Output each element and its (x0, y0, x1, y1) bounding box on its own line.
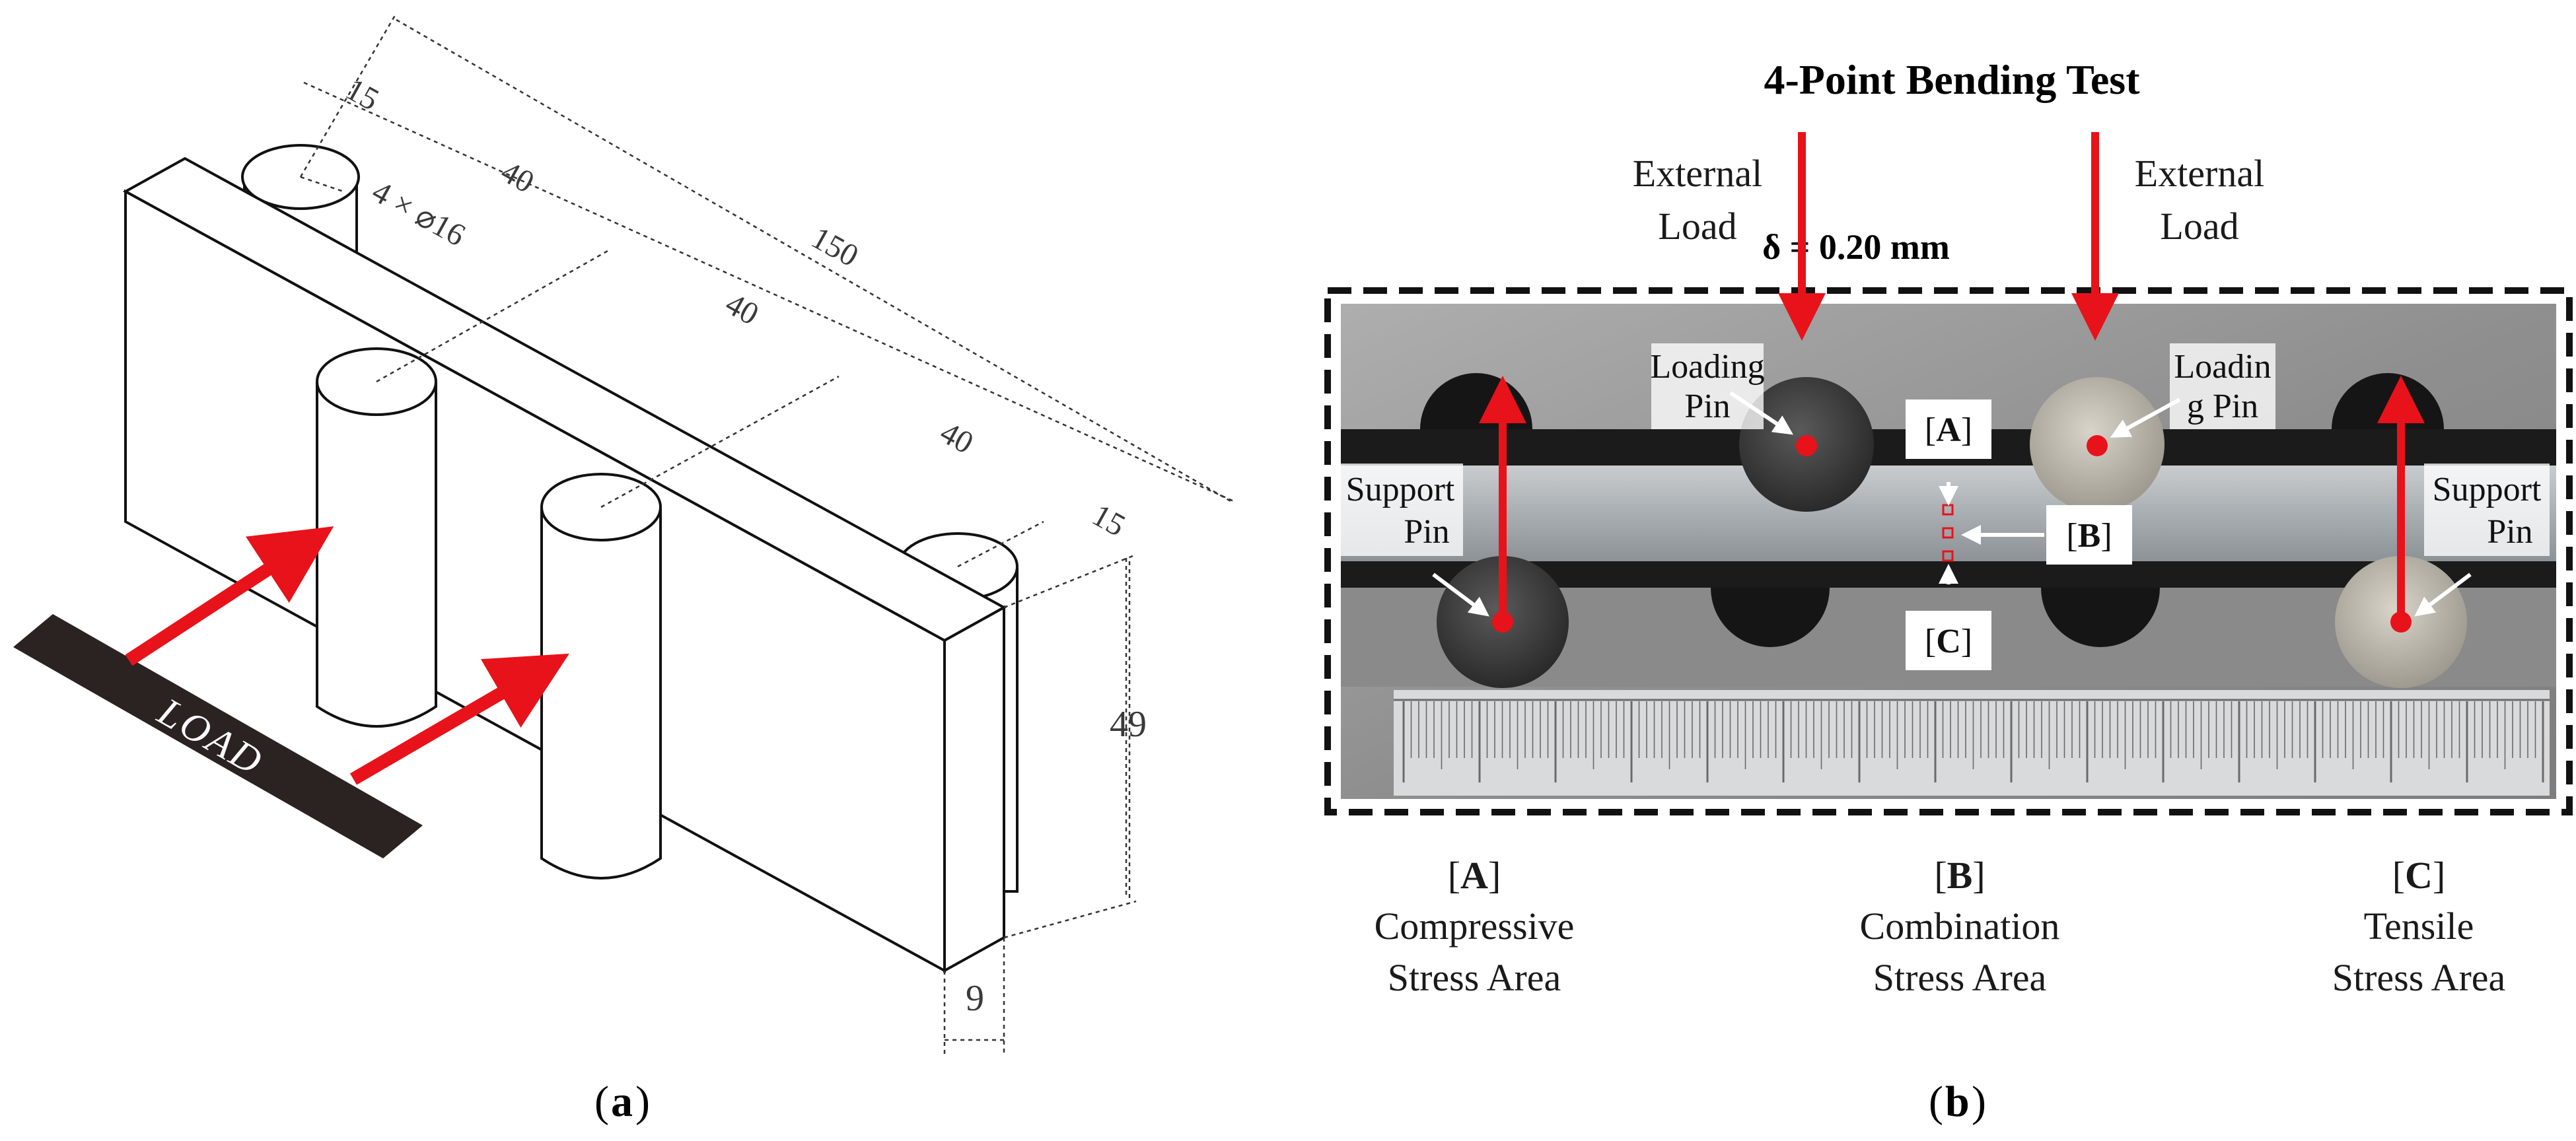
loading-pin-right-line1: Loadin (2174, 348, 2271, 386)
marker-c: C (1936, 623, 1961, 660)
legend-c-line1: Tensile (2364, 905, 2474, 948)
external-load-right-line2: Load (2160, 205, 2238, 248)
dim-spacing-2: 40 (720, 286, 765, 332)
support-pin-right-line2: Pin (2487, 513, 2532, 551)
legend-b-key: [B] (1934, 854, 1985, 897)
dim-thickness: 9 (966, 978, 984, 1019)
external-load-left-line2: Load (1658, 205, 1736, 248)
marker-b: B (2078, 517, 2101, 555)
svg-text:[A]: [A] (1925, 411, 1972, 449)
load-arrow-2 (349, 653, 569, 785)
dim-bottom-margin: 15 (1087, 497, 1131, 543)
svg-text:[C]: [C] (1925, 623, 1972, 660)
dimension-lines (303, 81, 1236, 1041)
photo-frame (1324, 287, 2573, 815)
legend-c-line2: Stress Area (2332, 956, 2506, 999)
marker-a: A (1936, 411, 1961, 449)
load-arrow-1 (125, 526, 334, 666)
svg-text:(: ( (594, 1078, 609, 1126)
svg-text:): ) (635, 1078, 650, 1126)
loading-pin-left-line1: Loading (1650, 348, 1764, 386)
dim-height: 49 (1110, 704, 1147, 745)
front-pin-2 (540, 473, 662, 880)
loading-pin-right-line2: g Pin (2187, 388, 2258, 425)
panel-b-label: b (1945, 1078, 1970, 1126)
svg-text:(: ( (1929, 1078, 1943, 1126)
support-pin-left-line2: Pin (1404, 513, 1449, 551)
dim-total-length: 150 (806, 220, 865, 273)
support-pin-left-line1: Support (1346, 471, 1455, 508)
panel-a-label: a (611, 1078, 633, 1126)
deflection-label: δ = 0.20 mm (1762, 227, 1950, 267)
photo-labels: Loading Pin Loadin g Pin Support Pin Sup… (1341, 343, 2550, 670)
stress-legend: [A] Compressive Stress Area [B] Combinat… (1375, 854, 2506, 999)
center-lines (299, 13, 1233, 1056)
dim-spacing-1: 40 (495, 154, 540, 200)
dim-top-margin: 15 (340, 71, 385, 118)
dim-spacing-3: 40 (935, 415, 980, 461)
legend-c-key: [C] (2392, 854, 2446, 897)
legend-a-line1: Compressive (1375, 905, 1575, 948)
dim-pin-spec: 4 × ⌀16 (367, 174, 472, 253)
panel-a-drawing (122, 13, 1236, 1056)
test-photo (1341, 304, 2556, 799)
svg-text:[B]: [B] (2066, 517, 2112, 555)
front-pin-1 (316, 347, 437, 728)
svg-text:): ) (1972, 1078, 1986, 1126)
external-load-left-line1: External (1633, 152, 1762, 195)
legend-a-line2: Stress Area (1388, 956, 1561, 999)
legend-b-line2: Stress Area (1873, 956, 2047, 999)
test-title: 4-Point Bending Test (1764, 56, 2140, 103)
loading-pin-left-line2: Pin (1684, 388, 1730, 425)
external-load-right-line1: External (2135, 152, 2264, 195)
support-pin-right-line1: Support (2433, 471, 2542, 508)
legend-b-line1: Combination (1860, 905, 2060, 948)
load-text: LOAD (151, 689, 271, 784)
legend-a-key: [A] (1448, 854, 1501, 897)
